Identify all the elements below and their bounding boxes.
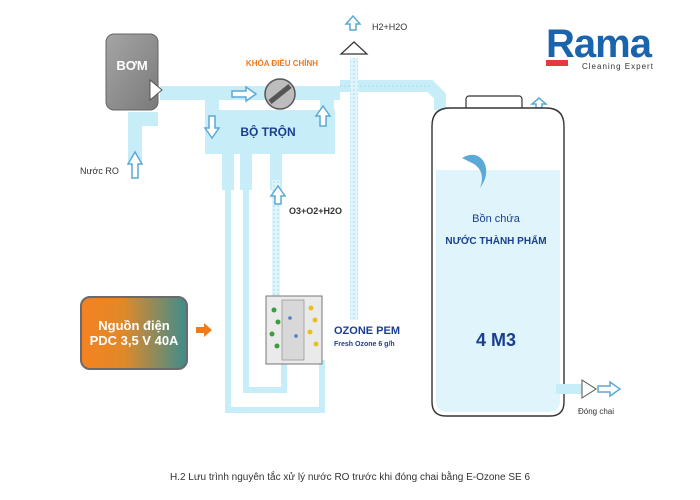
bottling-label: Đóng chai (578, 407, 614, 416)
power-line1: Nguồn điện (98, 318, 170, 333)
ro-water-label: Nước RO (80, 166, 119, 176)
pump-outlet-icon (149, 78, 163, 102)
valve-label: KHÓA ĐIỀU CHỈNH (246, 58, 318, 68)
vent-icon (339, 41, 369, 55)
logo-tagline: Cleaning Expert (582, 62, 654, 71)
brand-logo: Rama Cleaning Expert (540, 22, 690, 74)
flow-arrow-icon (344, 14, 362, 31)
tank-volume: 4 M3 (476, 330, 516, 350)
ozone-pem-unit (265, 295, 323, 365)
flow-arrow-icon (529, 97, 549, 109)
flow-arrow-icon (203, 115, 221, 140)
mixer-box (205, 110, 335, 154)
mixer-label: BỘ TRỘN (240, 124, 295, 139)
flow-arrow-icon (231, 85, 258, 103)
outlet-valve-icon (581, 379, 597, 399)
power-source-box: Nguồn điện PDC 3,5 V 40A (80, 296, 188, 370)
pump-label: BƠM (116, 58, 147, 73)
tank-label-line1: Bồn chứa (472, 213, 521, 225)
ozone-subtitle: Fresh Ozone 6 g/h (334, 341, 395, 348)
loop-pipe-inner (243, 180, 287, 393)
power-arrow-icon (196, 323, 212, 337)
flow-arrow-icon (314, 104, 332, 127)
gas-out-label: H2+H2O (372, 22, 407, 32)
loop-pipe-outer (225, 180, 325, 413)
flow-arrow-icon (126, 150, 144, 179)
flow-arrow-icon (597, 380, 622, 398)
ozone-title: OZONE PEM (334, 325, 400, 337)
pump-body (105, 33, 159, 111)
logo-main: Rama (546, 22, 652, 66)
power-line2: PDC 3,5 V 40A (89, 333, 179, 348)
logo-accent-bar (546, 60, 568, 66)
water-drop-icon (462, 154, 487, 188)
figure-caption: H.2 Lưu trình nguyên tắc xử lý nước RO t… (169, 472, 531, 483)
vent-pipe (350, 58, 358, 320)
flow-arrow-icon (269, 184, 287, 205)
tank-label-line2: NƯỚC THÀNH PHẨM (445, 234, 546, 247)
gas-in-label: O3+O2+H2O (289, 206, 342, 216)
